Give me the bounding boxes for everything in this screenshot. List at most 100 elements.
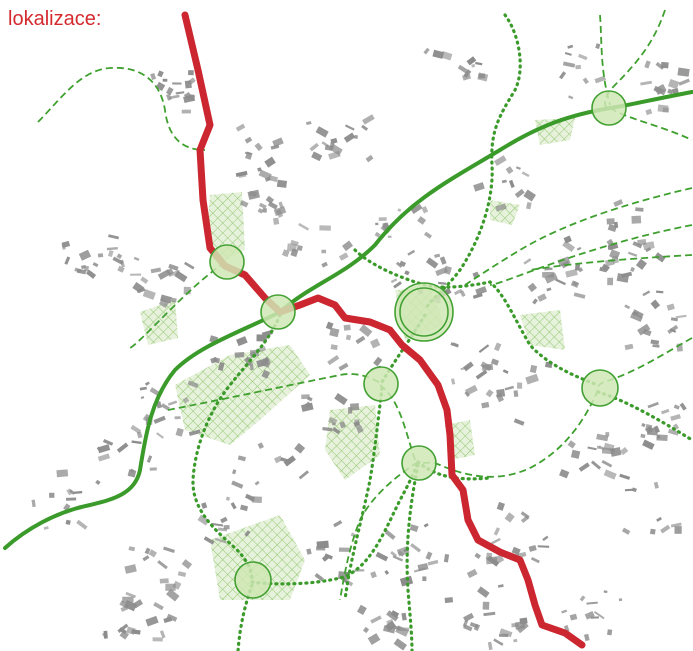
building [655, 61, 665, 70]
building [567, 44, 574, 49]
building [201, 502, 208, 509]
building [603, 442, 615, 452]
building [150, 267, 162, 274]
building [362, 114, 375, 125]
building [584, 633, 590, 642]
building [342, 240, 354, 252]
node-circle[interactable] [401, 445, 437, 481]
building [395, 261, 403, 268]
building [607, 629, 613, 636]
building [159, 630, 166, 639]
building [301, 394, 310, 400]
building [603, 590, 608, 594]
building [249, 363, 254, 371]
building [163, 616, 173, 624]
building [187, 77, 196, 86]
building [493, 527, 501, 536]
building [481, 401, 490, 409]
building [397, 550, 405, 557]
building [315, 126, 329, 138]
building [145, 615, 159, 627]
building [513, 638, 518, 643]
building [130, 424, 142, 434]
building [122, 596, 134, 603]
building [334, 393, 348, 406]
building [495, 203, 507, 212]
building [56, 469, 69, 478]
building [417, 563, 429, 572]
building [619, 473, 631, 480]
building [311, 151, 323, 162]
building [165, 583, 176, 591]
building [423, 523, 429, 528]
building [516, 622, 529, 634]
building [601, 263, 610, 271]
building [239, 199, 249, 208]
node-circle-major[interactable] [394, 282, 454, 342]
building [375, 222, 379, 226]
building [314, 573, 324, 582]
building [613, 199, 624, 207]
node-circle[interactable] [591, 90, 627, 126]
building [359, 324, 373, 337]
building [390, 278, 398, 284]
building [656, 516, 662, 522]
building [321, 141, 330, 148]
building [120, 605, 129, 612]
buildings [31, 43, 690, 651]
building [523, 189, 536, 202]
building [119, 630, 129, 640]
building [345, 334, 352, 341]
building [520, 515, 530, 524]
building [546, 287, 552, 292]
node-circle[interactable] [260, 294, 296, 330]
building [457, 64, 469, 74]
building [367, 633, 381, 645]
building [244, 136, 253, 144]
building [144, 547, 151, 555]
building [668, 428, 679, 436]
building [526, 202, 532, 210]
node-circle[interactable] [363, 366, 399, 402]
building [463, 612, 475, 622]
building [225, 496, 231, 501]
building [240, 504, 249, 512]
building [501, 179, 507, 184]
building [487, 641, 493, 651]
building [504, 385, 514, 391]
building [483, 611, 496, 617]
green-area [140, 300, 178, 345]
building [365, 154, 374, 163]
building [322, 427, 333, 432]
building [125, 591, 137, 599]
node-circle[interactable] [234, 561, 272, 599]
building [128, 546, 136, 552]
building [678, 78, 690, 86]
building [656, 434, 668, 441]
building [631, 215, 642, 224]
building [530, 557, 540, 564]
building [328, 416, 338, 426]
building [309, 142, 319, 152]
dotted-path [343, 386, 384, 602]
building [168, 94, 180, 100]
building [660, 524, 671, 534]
building [653, 85, 667, 96]
building [410, 203, 423, 215]
building [667, 88, 674, 95]
green-area [206, 192, 245, 262]
building [280, 457, 292, 464]
dotted-path [423, 13, 522, 312]
building [650, 339, 660, 345]
building [409, 524, 419, 532]
building [435, 266, 448, 277]
node-circle[interactable] [209, 244, 245, 280]
building [576, 246, 582, 251]
building [618, 598, 623, 602]
building [607, 277, 614, 286]
building [362, 626, 370, 634]
building [101, 632, 108, 639]
building [123, 600, 137, 612]
node-circle[interactable] [581, 369, 619, 407]
